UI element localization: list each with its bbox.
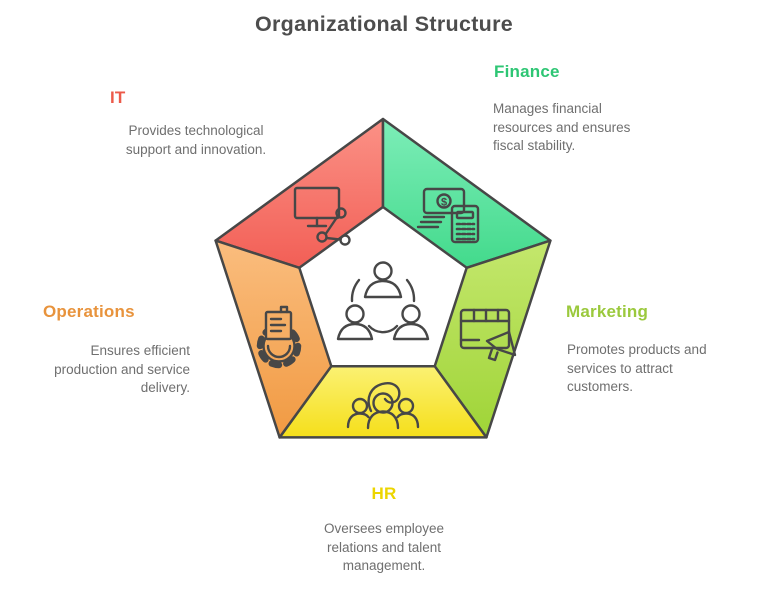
marketing-description-line: customers. <box>567 379 634 394</box>
section-it: IT <box>110 88 126 108</box>
operations-description-line: production and service <box>54 361 190 377</box>
page-title: Organizational Structure <box>254 12 514 36</box>
people-talent-icon <box>346 382 420 430</box>
hr-description: Oversees employee relations and talent m… <box>294 520 474 576</box>
it-description-line: Provides technological <box>128 123 264 138</box>
dollar-glyph: $ <box>441 197 447 209</box>
finance-description: Manages financial resources and ensures … <box>493 100 683 156</box>
computer-network-icon <box>293 186 351 246</box>
it-description-line: support and innovation. <box>125 141 267 157</box>
section-finance: Finance <box>494 62 560 82</box>
hr-description-line: relations and talent <box>326 539 442 555</box>
section-operations: Operations <box>43 302 135 322</box>
marketing-label: Marketing <box>566 302 649 321</box>
chart-megaphone-icon <box>459 308 517 362</box>
hr-label: HR <box>371 484 397 503</box>
marketing-description: Promotes products and services to attrac… <box>567 341 747 397</box>
finance-label: Finance <box>494 62 560 81</box>
hr-description-line: Oversees employee <box>323 521 445 536</box>
section-hr: HR <box>334 484 434 504</box>
operations-description-line: Ensures efficient <box>90 343 190 358</box>
finance-description-line: resources and ensures <box>493 119 631 135</box>
it-description: Provides technological support and innov… <box>103 122 289 159</box>
finance-description-line: Manages financial <box>493 101 602 116</box>
operations-description: Ensures efficient production and service… <box>28 342 190 398</box>
section-marketing: Marketing <box>566 302 648 322</box>
operations-description-line: delivery. <box>140 380 190 395</box>
money-calculator-icon: $ <box>416 187 480 244</box>
marketing-description-line: Promotes products and <box>567 342 707 357</box>
finance-description-line: fiscal stability. <box>493 138 576 153</box>
hr-description-line: management. <box>342 558 426 573</box>
operations-label: Operations <box>43 302 135 321</box>
team-network-icon <box>336 261 430 341</box>
it-label: IT <box>110 88 126 107</box>
gear-production-icon <box>256 305 302 369</box>
marketing-description-line: services to attract <box>567 360 673 376</box>
